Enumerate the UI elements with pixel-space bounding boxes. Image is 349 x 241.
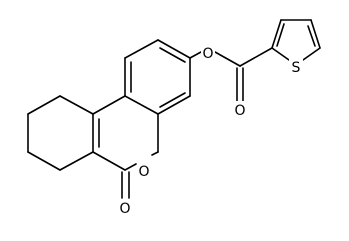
bond [124, 95, 159, 115]
bond [310, 19, 321, 49]
ester-oxygen-atom: O [201, 44, 215, 62]
bond [59, 151, 94, 171]
bond [157, 39, 191, 59]
cyclohexene-ring [27, 95, 100, 171]
ester-linkage [189, 47, 273, 103]
bond-double-inner [159, 47, 186, 63]
bond [92, 151, 126, 171]
ester-oxygen-label: O [202, 46, 213, 62]
thiophene-sulfur-label: S [292, 60, 301, 76]
bond [92, 95, 126, 115]
ester-carbonyl-oxygen-label: O [234, 103, 245, 119]
bond [214, 51, 241, 67]
bond [239, 47, 273, 67]
bond-double-inner [307, 25, 316, 47]
bond-double-inner [276, 23, 285, 47]
lactone-ring [92, 95, 159, 199]
bond-double-inner [159, 92, 186, 108]
thiophene-ring [271, 19, 321, 61]
bond [189, 51, 202, 59]
ring-oxygen-atom: O [137, 162, 151, 180]
benzene-ring [124, 39, 191, 115]
bond [27, 95, 61, 115]
ring-oxygen-label: O [138, 164, 149, 180]
bond [302, 47, 321, 61]
bond [124, 163, 137, 171]
bond [59, 95, 94, 115]
bond [27, 151, 61, 171]
ester-carbonyl-oxygen-atom: O [233, 101, 247, 119]
thiophene-sulfur-atom: S [289, 58, 303, 76]
lactone-carbonyl-oxygen-label: O [119, 201, 130, 217]
lactone-carbonyl-oxygen-atom: O [118, 199, 132, 217]
bond [124, 39, 159, 59]
bond [157, 95, 191, 115]
bond [271, 19, 282, 49]
bond [151, 151, 159, 156]
bond [271, 47, 290, 61]
